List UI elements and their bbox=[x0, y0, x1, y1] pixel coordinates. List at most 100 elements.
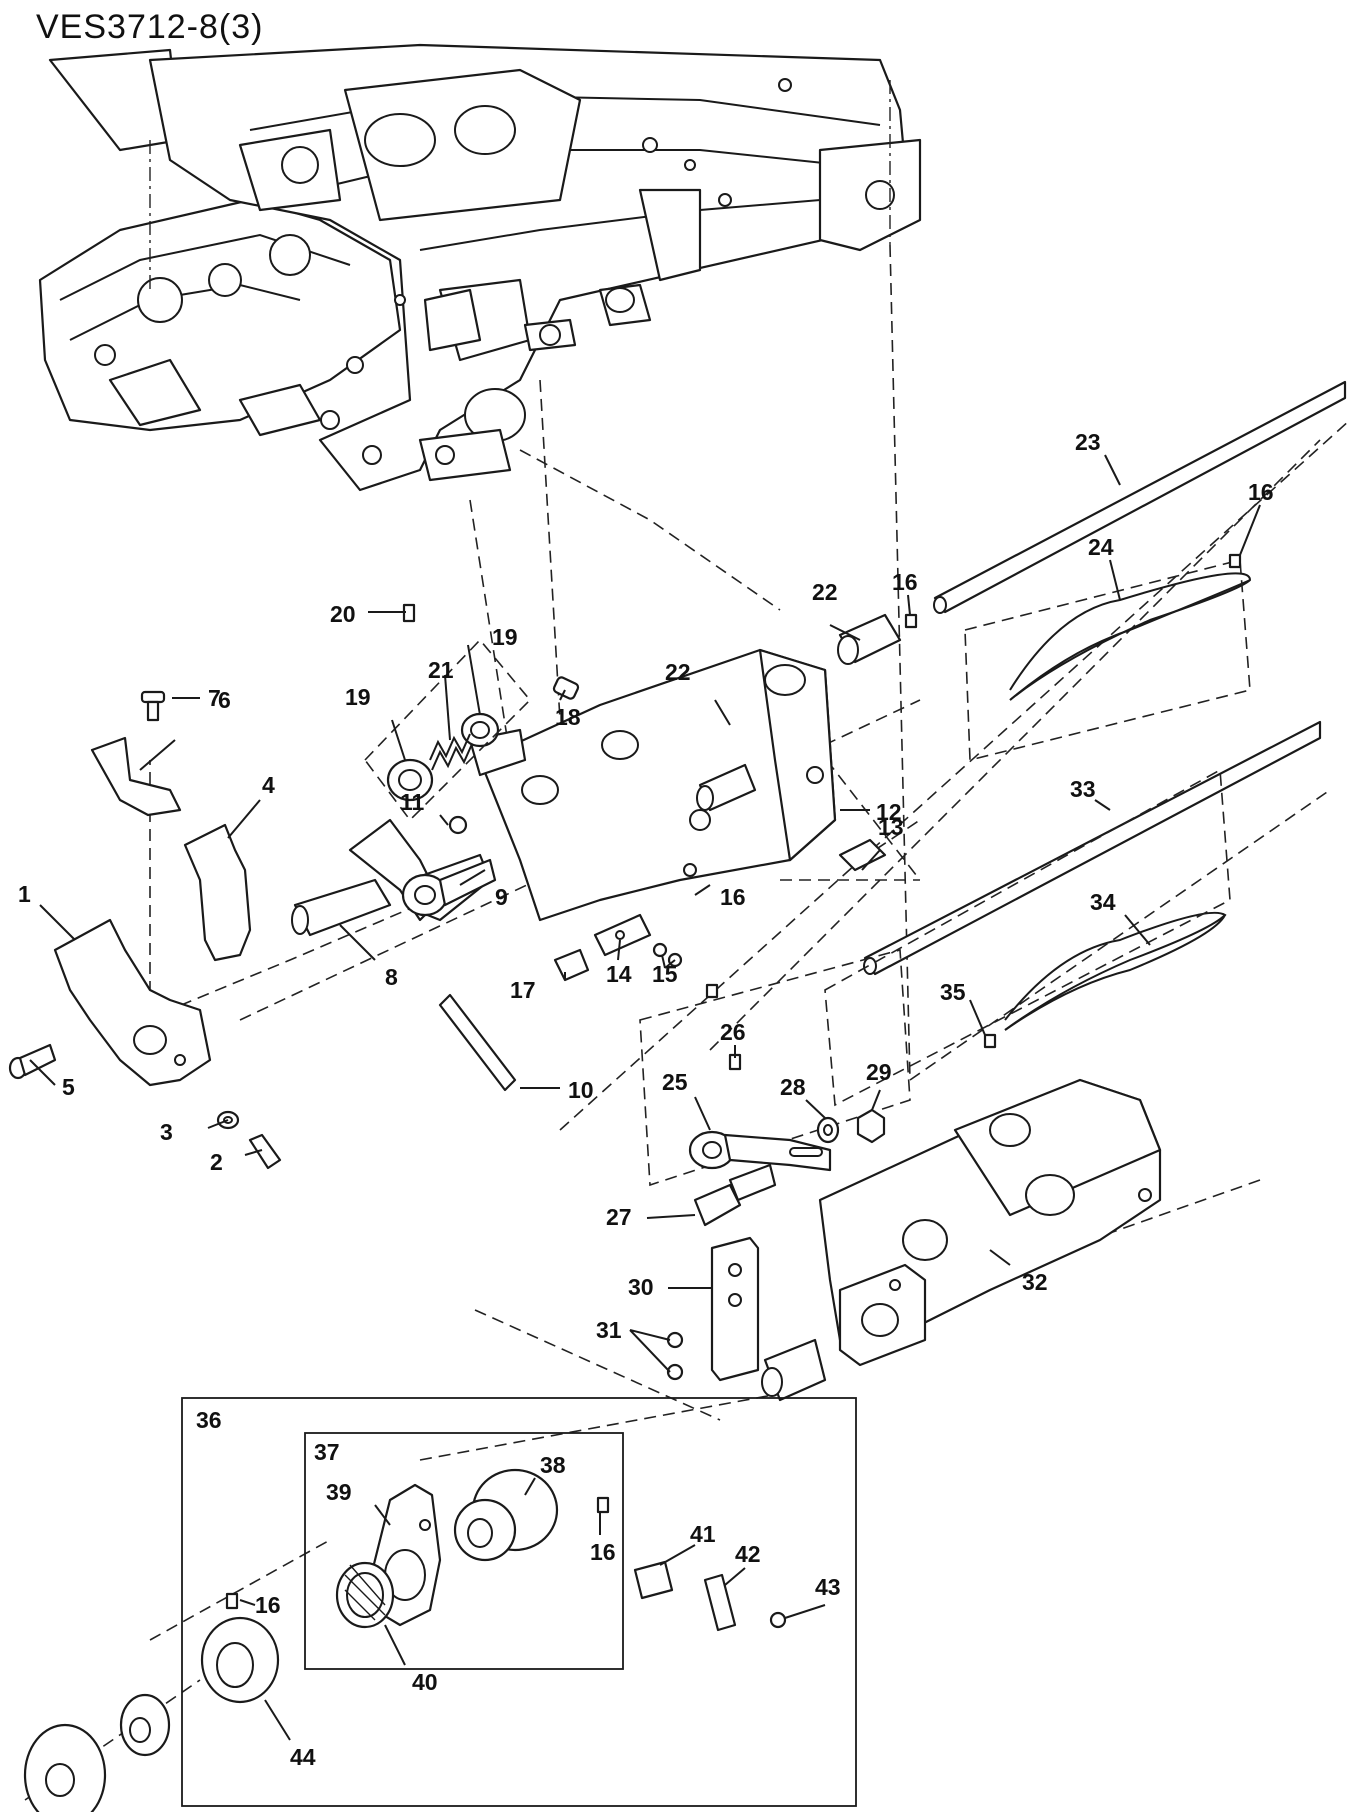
callout-11: 11 bbox=[400, 789, 425, 815]
callout-7: 7 bbox=[208, 685, 221, 711]
callout-19-a: 19 bbox=[345, 684, 371, 710]
part-22-sleeve bbox=[696, 613, 902, 812]
lever-assembly-outline bbox=[639, 948, 911, 1187]
callout-4: 4 bbox=[262, 772, 275, 798]
part-43-screw bbox=[769, 1611, 787, 1629]
part-31-screws bbox=[666, 1331, 684, 1381]
part-32-housing bbox=[818, 1078, 1162, 1367]
part-11-pin bbox=[448, 815, 468, 835]
part-5-screw bbox=[8, 1043, 57, 1080]
part-8-sleeve bbox=[291, 878, 392, 937]
callout-17: 17 bbox=[510, 977, 536, 1003]
part-27-stud bbox=[693, 1163, 777, 1227]
callout-2: 2 bbox=[210, 1149, 223, 1175]
part-25-lever bbox=[688, 1130, 832, 1172]
machine-frame-casting bbox=[38, 43, 922, 492]
callout-31: 31 bbox=[596, 1317, 622, 1343]
assembly-36-box bbox=[181, 1397, 857, 1807]
sleeve-bushing bbox=[761, 1338, 827, 1402]
callout-labels: 1 2 3 4 5 6 7 8 9 10 11 12 13 14 15 16 1… bbox=[18, 429, 1274, 1770]
callout-41: 41 bbox=[690, 1521, 716, 1547]
part-16-screw-b bbox=[596, 1496, 610, 1514]
callout-29: 29 bbox=[866, 1059, 892, 1085]
part-28-washer bbox=[816, 1116, 840, 1144]
callout-32: 32 bbox=[1022, 1269, 1048, 1295]
callout-44: 44 bbox=[290, 1744, 316, 1770]
callout-33: 33 bbox=[1070, 776, 1096, 802]
callout-26: 26 bbox=[720, 1019, 746, 1045]
callout-34: 34 bbox=[1090, 889, 1116, 915]
callout-40: 40 bbox=[412, 1669, 438, 1695]
part-44-collar bbox=[200, 1616, 280, 1704]
part-33-shaft bbox=[863, 720, 1322, 976]
callout-23: 23 bbox=[1075, 429, 1101, 455]
callout-20: 20 bbox=[330, 601, 356, 627]
diagram-title: VES3712-8(3) bbox=[36, 8, 264, 46]
part-16-screw-d bbox=[1228, 553, 1242, 569]
callout-22-a: 22 bbox=[812, 579, 838, 605]
part-41-pin bbox=[633, 1560, 674, 1600]
part-7-screw bbox=[140, 690, 166, 722]
collar-assembly-outline bbox=[363, 638, 532, 822]
leader-lines bbox=[29, 454, 1261, 1741]
part-17-cap bbox=[553, 948, 590, 982]
part-21-spring bbox=[429, 733, 473, 771]
pulley bbox=[23, 1723, 107, 1812]
callout-14: 14 bbox=[606, 961, 632, 987]
part-6-bracket bbox=[90, 736, 182, 817]
part-30-block bbox=[710, 1236, 760, 1382]
callout-15: 15 bbox=[652, 961, 678, 987]
part-1-lever bbox=[53, 918, 212, 1087]
callout-19-b: 19 bbox=[492, 624, 518, 650]
callout-36: 36 bbox=[196, 1407, 222, 1433]
callout-9: 9 bbox=[495, 884, 508, 910]
part-38-cam bbox=[453, 1468, 559, 1562]
pulley-collar bbox=[119, 1693, 171, 1757]
part-19-collar bbox=[386, 712, 500, 802]
part-35-screw bbox=[983, 1033, 997, 1049]
callout-28: 28 bbox=[780, 1074, 806, 1100]
callout-43: 43 bbox=[815, 1574, 841, 1600]
part-9-arm bbox=[348, 818, 497, 922]
assembly-37-box bbox=[304, 1432, 624, 1670]
callout-30: 30 bbox=[628, 1274, 654, 1300]
callout-35: 35 bbox=[940, 979, 966, 1005]
callout-21: 21 bbox=[428, 657, 454, 683]
callout-6: 6 bbox=[218, 687, 231, 713]
callout-13: 13 bbox=[878, 814, 904, 840]
callout-3: 3 bbox=[160, 1119, 173, 1145]
part-16-screw-a bbox=[904, 613, 918, 629]
callout-37: 37 bbox=[314, 1439, 340, 1465]
callout-5: 5 bbox=[62, 1074, 75, 1100]
callout-16-d: 16 bbox=[590, 1539, 616, 1565]
callout-16-b: 16 bbox=[1248, 479, 1274, 505]
part-40-bearing bbox=[335, 1561, 395, 1629]
callout-24: 24 bbox=[1088, 534, 1114, 560]
callout-16-a: 16 bbox=[892, 569, 918, 595]
callout-39: 39 bbox=[326, 1479, 352, 1505]
part-13-screw bbox=[838, 838, 887, 872]
callout-27: 27 bbox=[606, 1204, 632, 1230]
part-24-spring bbox=[964, 558, 1252, 762]
part-15-screws bbox=[652, 942, 683, 968]
callout-18: 18 bbox=[555, 704, 581, 730]
part-4-bracket bbox=[183, 823, 252, 962]
callout-1: 1 bbox=[18, 881, 31, 907]
callout-12: 12 bbox=[876, 799, 902, 825]
part-29-nut bbox=[856, 1108, 886, 1144]
part-18-pin bbox=[552, 676, 580, 700]
callout-10: 10 bbox=[568, 1077, 594, 1103]
part-23-shaft bbox=[933, 380, 1347, 614]
part-16-screw-e bbox=[705, 983, 719, 999]
callout-16-c: 16 bbox=[720, 884, 746, 910]
part-34-spring bbox=[824, 768, 1231, 1107]
part-10-strip bbox=[438, 993, 517, 1092]
callout-22-b: 22 bbox=[665, 659, 691, 685]
callout-25: 25 bbox=[662, 1069, 688, 1095]
callout-16-e: 16 bbox=[255, 1592, 281, 1618]
part-42-plate bbox=[703, 1573, 737, 1632]
callout-8: 8 bbox=[385, 964, 398, 990]
callout-42: 42 bbox=[735, 1541, 761, 1567]
part-14-plate bbox=[593, 913, 652, 957]
